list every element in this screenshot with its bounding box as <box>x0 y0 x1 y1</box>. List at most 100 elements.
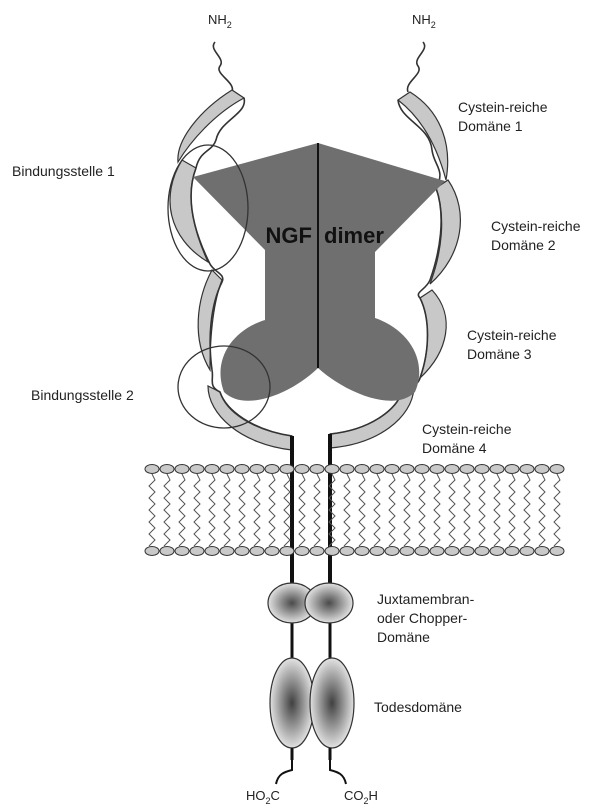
lipid-head-inner <box>415 547 429 556</box>
lipid-head-inner <box>205 547 219 556</box>
lipid-head-inner <box>490 547 504 556</box>
lipid-head-outer <box>280 465 294 474</box>
lipid-tail <box>299 474 305 546</box>
lipid-tail <box>269 474 275 546</box>
lipid-tail <box>449 474 455 546</box>
lipid-head-outer <box>370 465 384 474</box>
lipid-tail <box>374 474 380 546</box>
lipid-tail <box>149 474 155 546</box>
crd1-left <box>178 90 244 162</box>
lipid-head-inner <box>295 547 309 556</box>
lipid-head-outer <box>250 465 264 474</box>
lipid-head-inner <box>475 547 489 556</box>
lipid-head-outer <box>460 465 474 474</box>
lipid-head-outer <box>475 465 489 474</box>
lipid-tail <box>419 474 425 546</box>
n-terminal-tail-right <box>407 42 424 92</box>
lipid-tail <box>239 474 245 546</box>
n-terminal-tail-left <box>213 42 232 92</box>
lipid-head-outer <box>385 465 399 474</box>
juxtamembrane-domain-right <box>305 583 353 623</box>
lipid-head-outer <box>355 465 369 474</box>
lipid-head-outer <box>310 465 324 474</box>
lipid-tail <box>254 474 260 546</box>
lipid-head-inner <box>160 547 174 556</box>
lipid-tail <box>479 474 485 546</box>
lipid-tail <box>389 474 395 546</box>
lipid-head-inner <box>190 547 204 556</box>
death-domain-label: Todesdomäne <box>374 699 462 715</box>
lipid-head-inner <box>325 547 339 556</box>
crd3-label: Cystein-reiche Domäne 3 <box>467 327 560 362</box>
lipid-tail <box>539 474 545 546</box>
lipid-tail <box>524 474 530 546</box>
lipid-head-inner <box>535 547 549 556</box>
lipid-tail <box>164 474 170 546</box>
c-terminus-right-label: CO2H <box>344 788 378 806</box>
lipid-tail <box>464 474 470 546</box>
lipid-head-outer <box>175 465 189 474</box>
lipid-head-inner <box>550 547 564 556</box>
lipid-bilayer <box>145 465 564 556</box>
lipid-head-inner <box>175 547 189 556</box>
ngf-label: NGF <box>266 223 312 248</box>
lipid-head-inner <box>400 547 414 556</box>
lipid-tail <box>194 474 200 546</box>
crd4-label: Cystein-reiche Domäne 4 <box>422 421 515 456</box>
lipid-head-outer <box>265 465 279 474</box>
c-terminal-tail-left <box>276 748 292 784</box>
lipid-head-inner <box>145 547 159 556</box>
lipid-head-inner <box>265 547 279 556</box>
lipid-head-outer <box>190 465 204 474</box>
lipid-tail <box>509 474 515 546</box>
lipid-head-outer <box>430 465 444 474</box>
lipid-head-outer <box>415 465 429 474</box>
lipid-tail <box>179 474 185 546</box>
lipid-head-outer <box>145 465 159 474</box>
lipid-tail <box>224 474 230 546</box>
lipid-head-outer <box>505 465 519 474</box>
binding-site-2-label: Bindungsstelle 2 <box>31 387 134 403</box>
lipid-head-inner <box>235 547 249 556</box>
lipid-tail <box>284 474 290 546</box>
death-domain-left <box>270 658 314 748</box>
dimer-label: dimer <box>324 223 384 248</box>
lipid-tail <box>554 474 560 546</box>
n-terminus-left-label: NH2 <box>208 12 232 30</box>
lipid-head-outer <box>520 465 534 474</box>
lipid-head-inner <box>340 547 354 556</box>
lipid-head-outer <box>445 465 459 474</box>
n-terminus-right-label: NH2 <box>412 12 436 30</box>
lipid-head-outer <box>205 465 219 474</box>
lipid-tail <box>434 474 440 546</box>
lipid-head-outer <box>340 465 354 474</box>
lipid-head-inner <box>220 547 234 556</box>
crd1-right <box>398 92 448 180</box>
lipid-head-inner <box>505 547 519 556</box>
juxtamembrane-label: Juxtamembran- oder Chopper- Domäne <box>377 591 478 645</box>
lipid-head-inner <box>250 547 264 556</box>
lipid-head-outer <box>160 465 174 474</box>
lipid-head-inner <box>385 547 399 556</box>
binding-site-1-label: Bindungsstelle 1 <box>12 163 115 179</box>
lipid-head-outer <box>295 465 309 474</box>
lipid-tail <box>209 474 215 546</box>
lipid-head-outer <box>220 465 234 474</box>
lipid-tail <box>344 474 350 546</box>
lipid-head-inner <box>460 547 474 556</box>
lipid-tail <box>314 474 320 546</box>
lipid-head-outer <box>235 465 249 474</box>
lipid-head-inner <box>370 547 384 556</box>
c-terminus-left-label: HO2C <box>246 788 280 806</box>
c-terminal-tail-right <box>330 748 346 784</box>
crd2-label: Cystein-reiche Domäne 2 <box>491 218 584 253</box>
lipid-head-inner <box>280 547 294 556</box>
lipid-head-inner <box>310 547 324 556</box>
lipid-head-outer <box>550 465 564 474</box>
lipid-tail <box>494 474 500 546</box>
lipid-head-inner <box>520 547 534 556</box>
crd1-label: Cystein-reiche Domäne 1 <box>458 99 551 134</box>
lipid-head-inner <box>430 547 444 556</box>
